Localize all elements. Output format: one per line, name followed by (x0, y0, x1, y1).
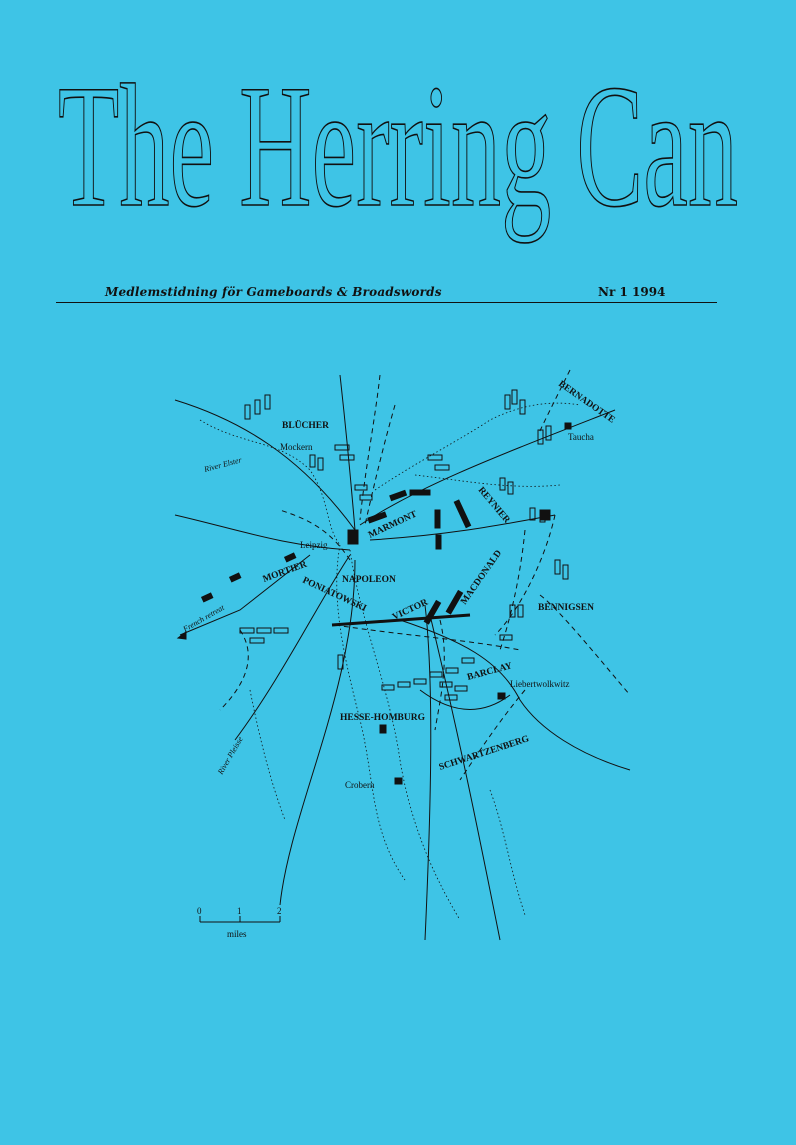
masthead-rule (56, 302, 717, 303)
masthead-title: The Herring Can (57, 48, 739, 245)
scale-tick-0: 0 (197, 906, 202, 916)
place-crobern: Crobern (345, 780, 375, 790)
issue-number: Nr 1 1994 (598, 285, 666, 299)
label-bernadotte: BERNADOTTE (556, 379, 616, 425)
map-tracks (219, 369, 631, 781)
label-macdonald: MACDONALD (459, 549, 504, 607)
place-liebertwolkwitz: Liebertwolkwitz (510, 679, 569, 689)
masthead-subtitle: Medlemstidning för Gameboards & Broadswo… (105, 285, 442, 299)
map-rivers (199, 402, 581, 921)
scale-tick-2: 2 (277, 906, 282, 916)
masthead-title-text: The Herring Can (58, 49, 738, 244)
label-reynier: REYNIER (476, 486, 512, 526)
battle-map: BLÜCHER BERNADOTTE MARMONT REYNIER MORTI… (174, 369, 631, 941)
river-pleisse-label: River Pleisse (215, 735, 245, 777)
scale-unit: miles (227, 929, 247, 939)
label-hesse-homburg: HESSE-HOMBURG (340, 713, 426, 723)
river-elster-label: River Elster (202, 455, 243, 474)
label-blucher: BLÜCHER (282, 418, 329, 431)
place-mockern: Mockern (280, 442, 313, 452)
french-units (176, 422, 572, 785)
map-roads (174, 374, 631, 941)
scale-bar: 0 1 2 miles (197, 906, 282, 939)
label-bennigsen: BENNIGSEN (538, 603, 594, 613)
place-taucha: Taucha (568, 432, 594, 442)
label-marmont: MARMONT (367, 509, 419, 540)
label-schwartzenberg: SCHWARTZENBERG (438, 734, 531, 773)
scale-tick-1: 1 (237, 906, 242, 916)
allied-units (239, 389, 569, 701)
place-leipzig: Leipzig (300, 540, 328, 550)
label-napoleon: NAPOLEON (342, 575, 396, 585)
